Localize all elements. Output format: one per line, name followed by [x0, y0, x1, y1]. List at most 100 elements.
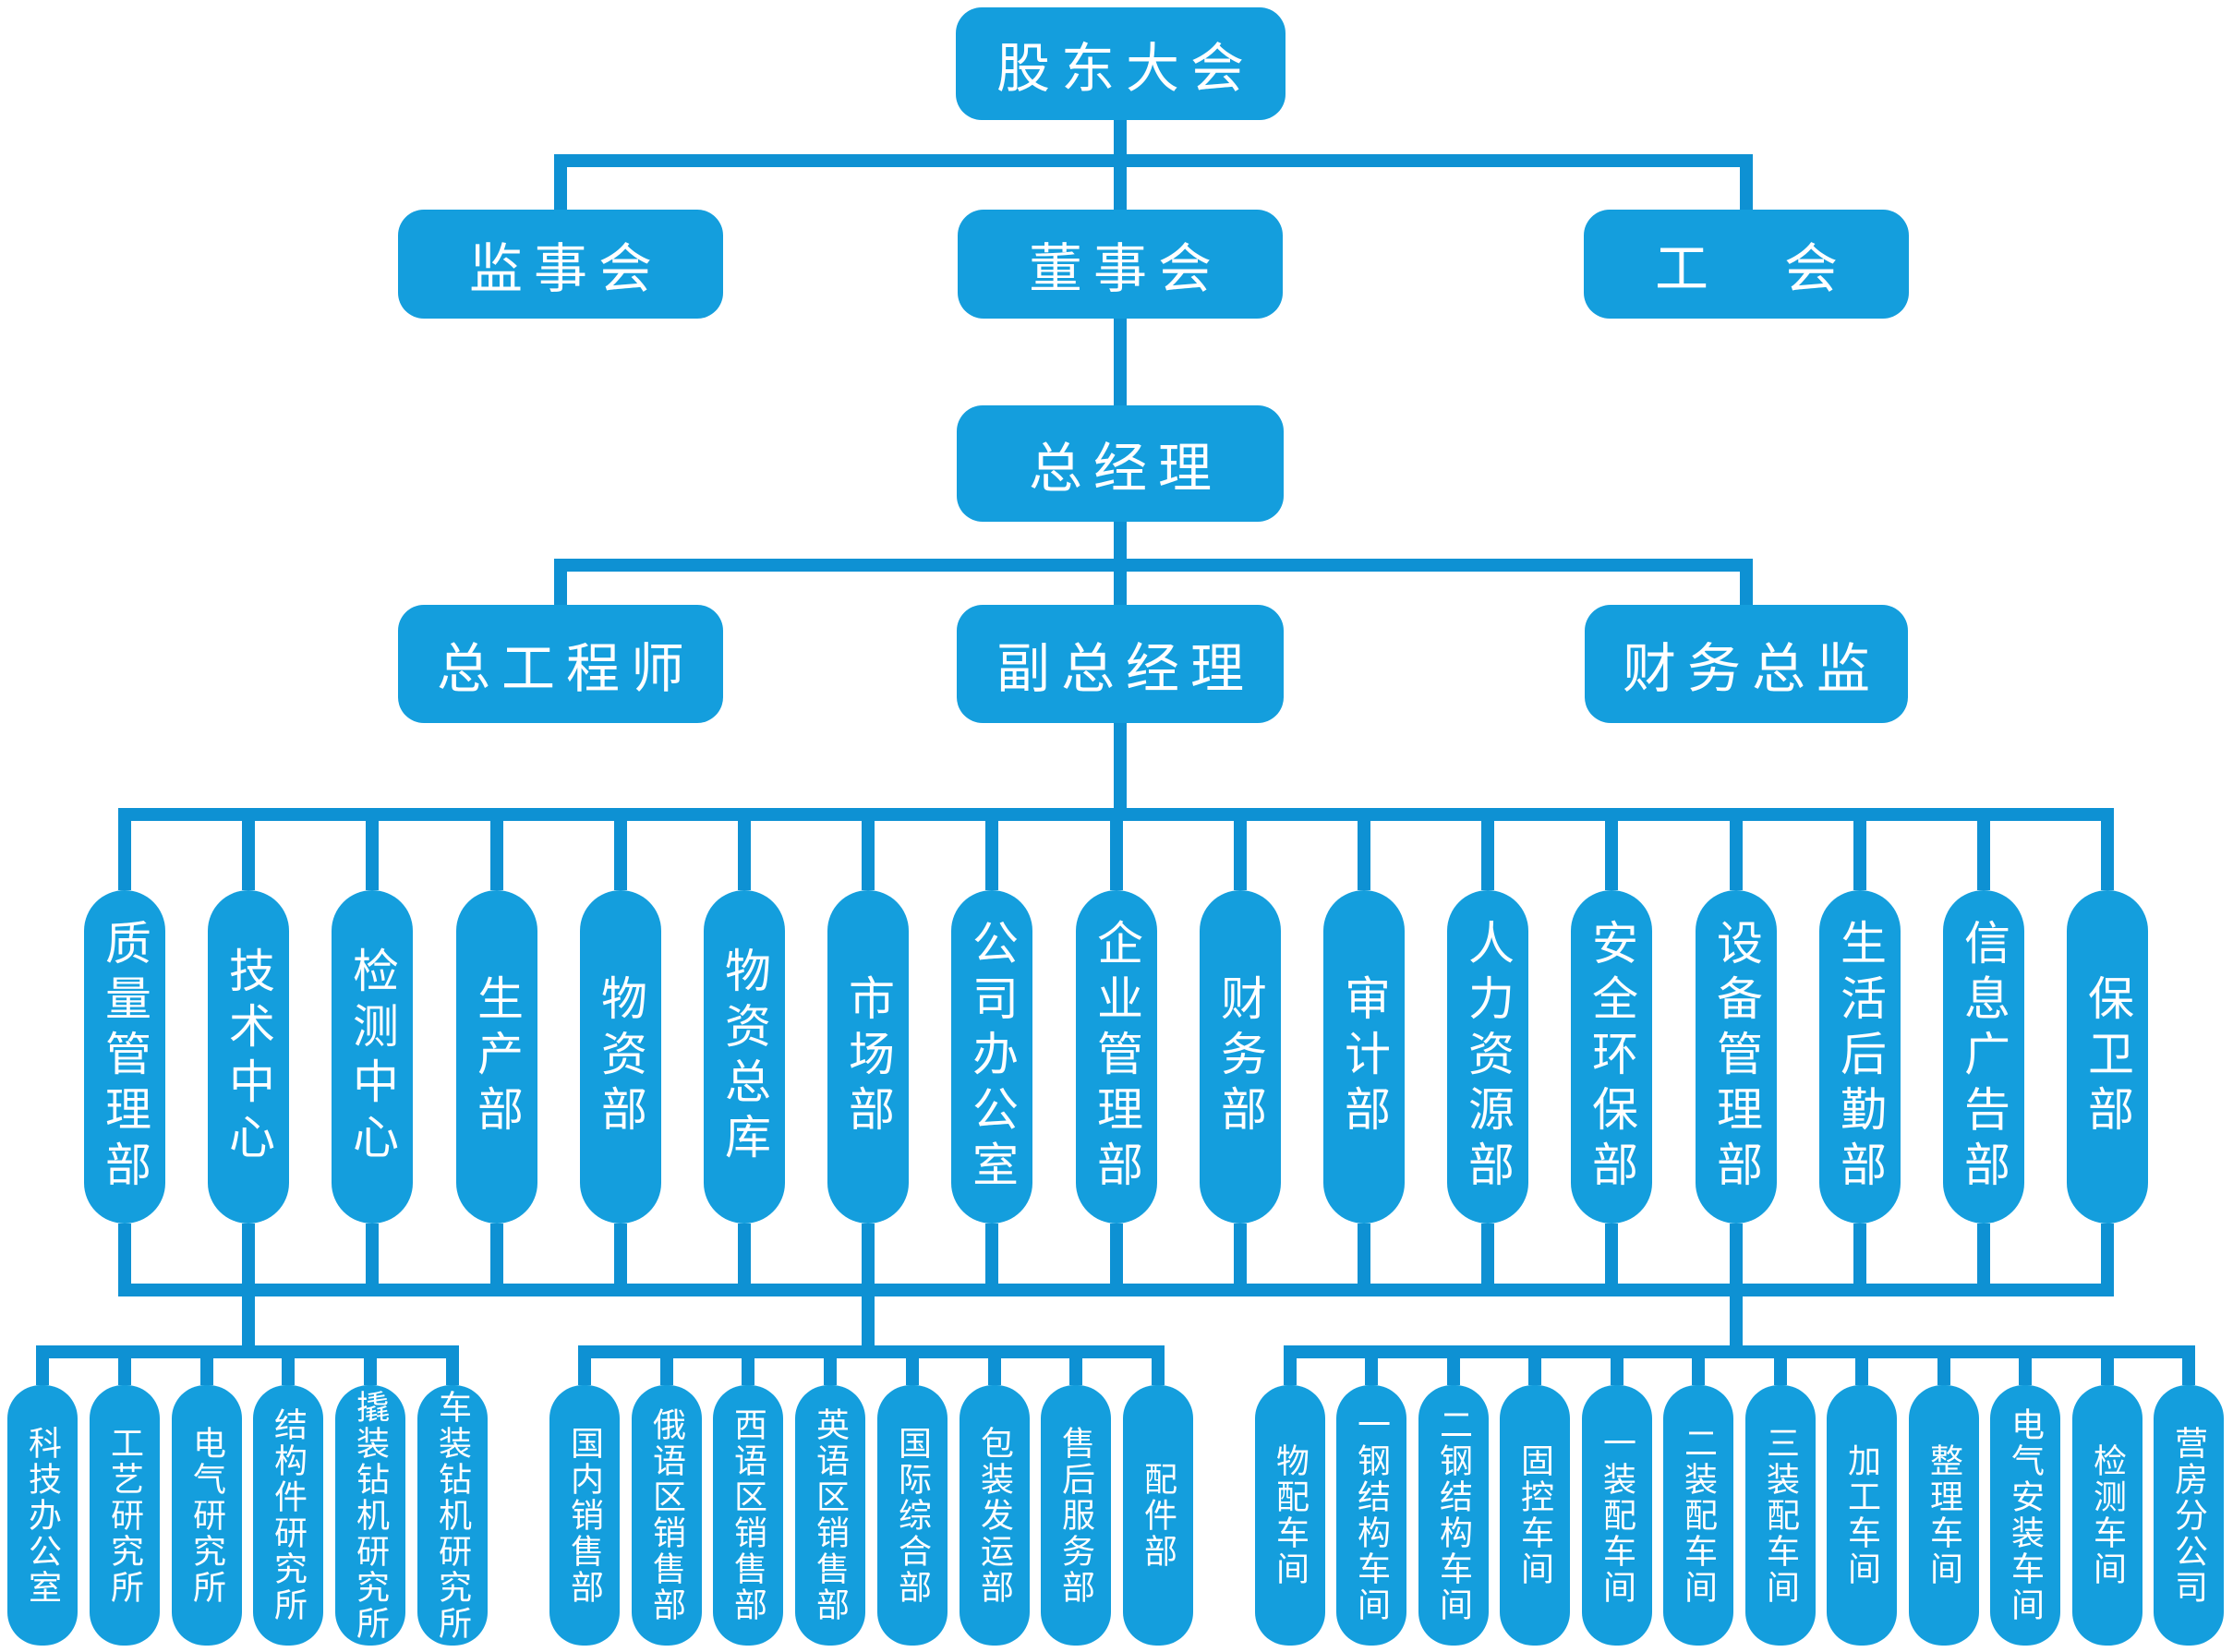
- connector-line: [36, 1345, 459, 1358]
- node-supervisory-board: 监事会: [398, 210, 723, 319]
- connector-line: [1730, 1284, 1743, 1358]
- connector-line: [446, 1345, 459, 1385]
- connector-line: [242, 808, 255, 890]
- connector-line: [1365, 1345, 1378, 1385]
- connector-line: [1114, 723, 1127, 821]
- connector-line: [1740, 559, 1753, 605]
- node-department-15: 生活后勤部: [1819, 890, 1901, 1224]
- connector-line: [614, 1224, 627, 1296]
- connector-line: [364, 1345, 377, 1385]
- connector-line: [554, 154, 567, 210]
- node-labor-union: 工 会: [1584, 210, 1909, 319]
- node-equipment-unit-3: 二钢结构车间: [1418, 1385, 1489, 1646]
- node-market-unit-4: 英语区销售部: [795, 1385, 865, 1646]
- node-shareholders-meeting: 股东大会: [955, 7, 1285, 120]
- connector-line: [738, 1224, 751, 1296]
- connector-line: [862, 1224, 875, 1296]
- connector-line: [1358, 808, 1370, 890]
- node-equipment-unit-6: 二装配车间: [1663, 1385, 1733, 1646]
- connector-line: [1774, 1345, 1787, 1385]
- node-equipment-unit-7: 三装配车间: [1745, 1385, 1816, 1646]
- connector-line: [1977, 1224, 1990, 1296]
- node-tech-unit-3: 电气研究所: [172, 1385, 242, 1646]
- connector-line: [2101, 808, 2114, 890]
- connector-line: [1234, 1224, 1247, 1296]
- node-deputy-general-manager: 副总经理: [957, 605, 1284, 723]
- connector-line: [738, 808, 751, 890]
- connector-line: [1481, 1224, 1494, 1296]
- connector-line: [2101, 1224, 2114, 1296]
- connector-line: [1611, 1345, 1623, 1385]
- connector-line: [1481, 808, 1494, 890]
- connector-line: [614, 808, 627, 890]
- connector-line: [578, 1345, 1165, 1358]
- connector-line: [985, 808, 998, 890]
- node-department-1: 质量管理部: [84, 890, 165, 1224]
- node-cfo: 财务总监: [1585, 605, 1908, 723]
- node-equipment-unit-2: 一钢结构车间: [1336, 1385, 1406, 1646]
- connector-line: [862, 808, 875, 890]
- connector-line: [1358, 1224, 1370, 1296]
- connector-line: [1234, 808, 1247, 890]
- node-market-unit-6: 包装发运部: [960, 1385, 1030, 1646]
- connector-line: [554, 154, 1753, 167]
- connector-line: [1740, 154, 1753, 210]
- connector-line: [490, 1224, 503, 1296]
- node-department-4: 生产部: [456, 890, 537, 1224]
- connector-line: [1069, 1345, 1082, 1385]
- connector-line: [1528, 1345, 1541, 1385]
- node-equipment-unit-4: 固控车间: [1500, 1385, 1570, 1646]
- connector-line: [118, 1284, 2114, 1296]
- connector-line: [2019, 1345, 2032, 1385]
- node-market-unit-3: 西语区销售部: [713, 1385, 783, 1646]
- node-department-17: 保卫部: [2067, 890, 2148, 1224]
- connector-line: [824, 1345, 837, 1385]
- connector-line: [2182, 1345, 2195, 1385]
- node-department-9: 企业管理部: [1076, 890, 1157, 1224]
- connector-line: [554, 559, 567, 605]
- connector-line: [1977, 808, 1990, 890]
- connector-line: [1730, 1224, 1743, 1296]
- node-market-unit-2: 俄语区销售部: [632, 1385, 702, 1646]
- connector-line: [1855, 1345, 1868, 1385]
- connector-line: [2101, 1345, 2114, 1385]
- connector-line: [1152, 1345, 1165, 1385]
- node-market-unit-8: 配件部: [1123, 1385, 1193, 1646]
- node-department-14: 设备管理部: [1696, 890, 1777, 1224]
- node-market-unit-7: 售后服务部: [1041, 1385, 1111, 1646]
- connector-line: [1114, 522, 1127, 605]
- connector-line: [578, 1345, 591, 1385]
- connector-line: [862, 1284, 875, 1358]
- connector-line: [1730, 808, 1743, 890]
- node-tech-unit-6: 车装钻机研究所: [417, 1385, 488, 1646]
- connector-line: [200, 1345, 213, 1385]
- node-department-5: 物资部: [580, 890, 661, 1224]
- connector-line: [1114, 319, 1127, 405]
- node-department-3: 检测中心: [332, 890, 413, 1224]
- connector-line: [242, 1224, 255, 1296]
- node-market-unit-1: 国内销售部: [549, 1385, 620, 1646]
- connector-line: [1692, 1345, 1705, 1385]
- node-equipment-unit-11: 检测车间: [2072, 1385, 2142, 1646]
- node-department-7: 市场部: [827, 890, 909, 1224]
- connector-line: [118, 1224, 131, 1296]
- connector-line: [366, 808, 379, 890]
- connector-line: [660, 1345, 673, 1385]
- connector-line: [1853, 1224, 1866, 1296]
- node-department-12: 人力资源部: [1447, 890, 1528, 1224]
- node-equipment-unit-8: 加工车间: [1827, 1385, 1897, 1646]
- node-tech-unit-5: 撬装钻机研究所: [335, 1385, 405, 1646]
- node-equipment-unit-10: 电气安装车间: [1990, 1385, 2060, 1646]
- connector-line: [1605, 1224, 1618, 1296]
- node-equipment-unit-9: 整理车间: [1909, 1385, 1979, 1646]
- connector-line: [742, 1345, 754, 1385]
- node-general-manager: 总经理: [957, 405, 1284, 522]
- connector-line: [118, 808, 131, 890]
- connector-line: [36, 1345, 49, 1385]
- connector-line: [366, 1224, 379, 1296]
- node-department-16: 信息广告部: [1943, 890, 2024, 1224]
- node-tech-unit-4: 结构件研究所: [253, 1385, 323, 1646]
- connector-line: [1447, 1345, 1460, 1385]
- connector-line: [1937, 1345, 1950, 1385]
